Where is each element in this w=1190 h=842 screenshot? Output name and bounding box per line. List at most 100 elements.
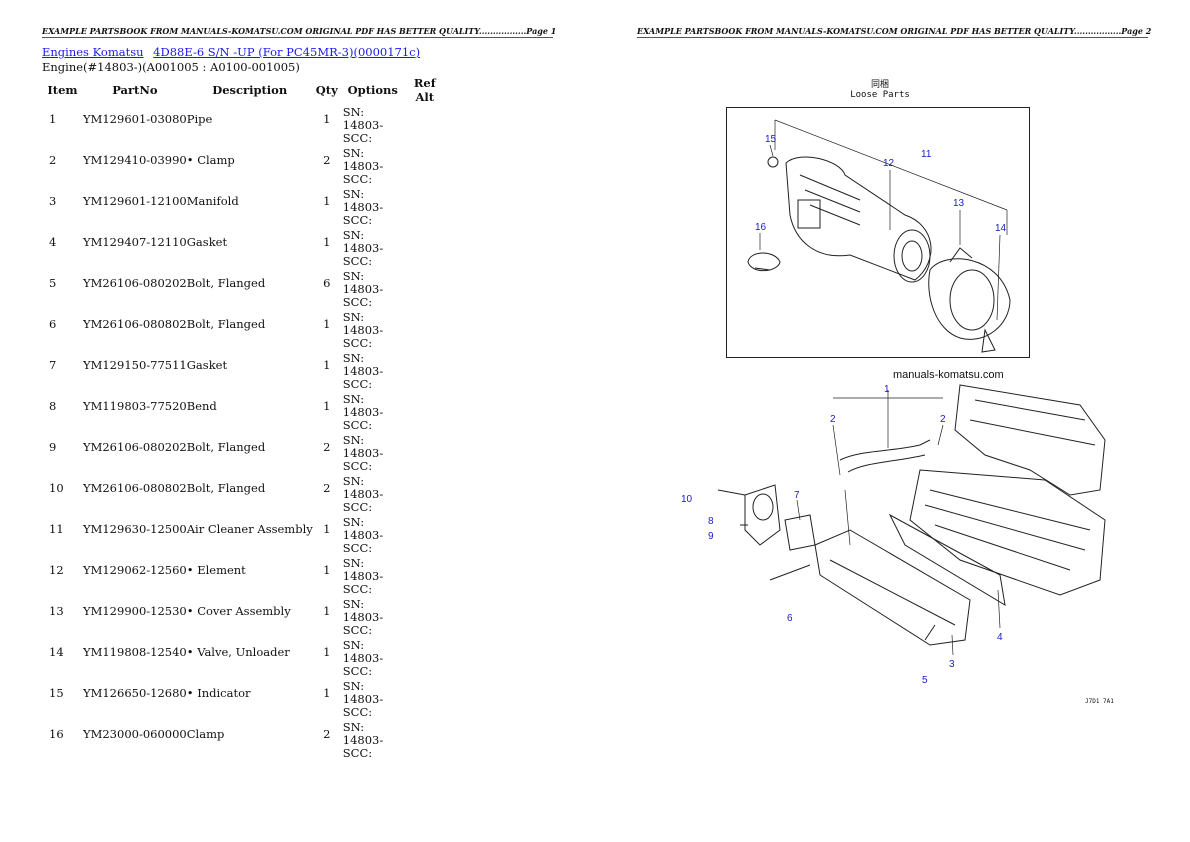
cell-options: SN: 14803-SCC: bbox=[342, 679, 384, 719]
cell-qty: 1 bbox=[323, 686, 331, 700]
cell-partno: YM129900-12530 bbox=[83, 604, 187, 618]
callout-4: 4 bbox=[997, 632, 1003, 643]
cell-options: SN: 14803-SCC: bbox=[342, 556, 384, 596]
cell-description: Bolt, Flanged bbox=[186, 276, 266, 290]
cell-item: 5 bbox=[49, 276, 57, 290]
cell-description: Bolt, Flanged bbox=[186, 440, 266, 454]
cell-options: SN: 14803-SCC: bbox=[342, 474, 384, 514]
cell-description: Bolt, Flanged bbox=[186, 317, 266, 331]
cell-partno: YM129601-12100 bbox=[83, 194, 187, 208]
loose-parts-label: 同梱 Loose Parts bbox=[780, 80, 980, 100]
cell-partno: YM129150-77511 bbox=[83, 358, 187, 372]
breadcrumb-model-link[interactable]: 4D88E-6 S/N -UP (For PC45MR-3)(0000171c) bbox=[153, 45, 421, 59]
cell-options: SN: 14803-SCC: bbox=[342, 351, 384, 391]
cell-qty: 2 bbox=[323, 153, 331, 167]
cell-qty: 1 bbox=[323, 112, 331, 126]
callout-7: 7 bbox=[794, 490, 800, 501]
cell-description: • Cover Assembly bbox=[186, 604, 291, 618]
cell-qty: 2 bbox=[323, 440, 331, 454]
col-options-header: Options bbox=[347, 83, 398, 97]
col-ref-header: Ref Alt bbox=[413, 76, 436, 104]
cell-item: 10 bbox=[49, 481, 64, 495]
cell-partno: YM129062-12560 bbox=[83, 563, 187, 577]
watermark-text: manuals-komatsu.com bbox=[893, 369, 1004, 381]
cell-qty: 6 bbox=[323, 276, 331, 290]
cell-description: Pipe bbox=[186, 112, 213, 126]
parts-table: Item PartNo Description Qty Options Ref … bbox=[42, 76, 445, 760]
table-header-row: Item PartNo Description Qty Options Ref … bbox=[42, 76, 445, 104]
cell-description: Air Cleaner Assembly bbox=[186, 522, 313, 536]
page2-header: EXAMPLE PARTSBOOK FROM MANUALS-KOMATSU.C… bbox=[637, 26, 1152, 38]
callout-6: 6 bbox=[787, 613, 793, 624]
cell-partno: YM23000-060000 bbox=[83, 727, 187, 741]
cell-partno: YM129407-12110 bbox=[83, 235, 187, 249]
manifold-drawing bbox=[717, 384, 1106, 646]
cell-qty: 2 bbox=[323, 481, 331, 495]
cell-item: 12 bbox=[49, 563, 64, 577]
cell-options: SN: 14803-SCC: bbox=[342, 597, 384, 637]
cell-partno: YM26106-080802 bbox=[83, 317, 187, 331]
cell-ref bbox=[405, 391, 445, 432]
cell-item: 16 bbox=[49, 727, 64, 741]
callout-8: 8 bbox=[708, 516, 714, 527]
cell-description: • Clamp bbox=[186, 153, 235, 167]
cell-ref bbox=[405, 309, 445, 350]
cell-ref bbox=[405, 719, 445, 760]
cell-options: SN: 14803-SCC: bbox=[342, 269, 384, 309]
cell-ref bbox=[405, 637, 445, 678]
cell-ref bbox=[405, 596, 445, 637]
cell-ref bbox=[405, 268, 445, 309]
cell-qty: 2 bbox=[323, 727, 331, 741]
cell-partno: YM26106-080202 bbox=[83, 276, 187, 290]
cell-item: 9 bbox=[49, 440, 57, 454]
cell-description: Bolt, Flanged bbox=[186, 481, 266, 495]
cell-options: SN: 14803-SCC: bbox=[342, 187, 384, 227]
cell-item: 13 bbox=[49, 604, 64, 618]
cell-options: SN: 14803-SCC: bbox=[342, 392, 384, 432]
cell-item: 14 bbox=[49, 645, 64, 659]
cell-item: 11 bbox=[49, 522, 64, 536]
cell-partno: YM26106-080202 bbox=[83, 440, 187, 454]
callout-3: 3 bbox=[949, 659, 955, 670]
cell-item: 15 bbox=[49, 686, 64, 700]
cell-ref bbox=[405, 432, 445, 473]
cell-options: SN: 14803-SCC: bbox=[342, 105, 384, 145]
cell-qty: 1 bbox=[323, 235, 331, 249]
callout-2b: 2 bbox=[940, 414, 946, 425]
breadcrumb-engines-link[interactable]: Engines Komatsu bbox=[42, 45, 144, 59]
cell-item: 7 bbox=[49, 358, 57, 372]
drawing-code: J7D1 7A1 bbox=[1085, 698, 1114, 705]
air-cleaner-figure bbox=[726, 107, 1030, 358]
cell-description: Manifold bbox=[186, 194, 239, 208]
callout-5: 5 bbox=[922, 675, 928, 686]
cell-item: 2 bbox=[49, 153, 57, 167]
cell-options: SN: 14803-SCC: bbox=[342, 146, 384, 186]
cell-qty: 1 bbox=[323, 563, 331, 577]
cell-options: SN: 14803-SCC: bbox=[342, 638, 384, 678]
cell-item: 1 bbox=[49, 112, 57, 126]
cell-qty: 1 bbox=[323, 645, 331, 659]
cell-ref bbox=[405, 186, 445, 227]
cell-partno: YM119803-77520 bbox=[83, 399, 187, 413]
cell-partno: YM26106-080802 bbox=[83, 481, 187, 495]
cell-ref bbox=[405, 473, 445, 514]
col-description-header: Description bbox=[212, 83, 288, 97]
cell-qty: 1 bbox=[323, 317, 331, 331]
cell-qty: 1 bbox=[323, 399, 331, 413]
cell-ref bbox=[405, 555, 445, 596]
cell-description: • Valve, Unloader bbox=[186, 645, 290, 659]
callout-9: 9 bbox=[708, 531, 714, 542]
cell-options: SN: 14803-SCC: bbox=[342, 515, 384, 555]
cell-description: Gasket bbox=[186, 358, 228, 372]
cell-item: 8 bbox=[49, 399, 57, 413]
